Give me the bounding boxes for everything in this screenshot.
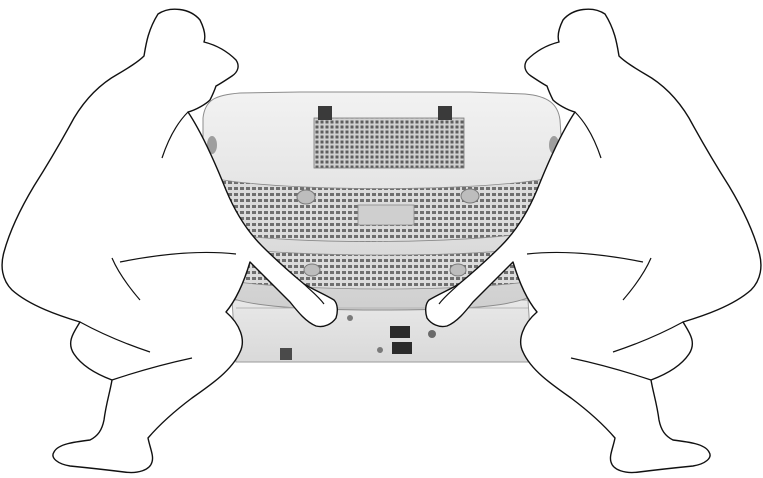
- tv-screw: [428, 330, 436, 338]
- tv-vent-bracket-right: [438, 106, 452, 120]
- tv-top-vent: [314, 118, 464, 168]
- tv-screw: [377, 347, 383, 353]
- tv-screw-boss: [297, 190, 315, 204]
- tv-connector: [392, 342, 412, 354]
- crt-television: [203, 92, 562, 362]
- tv-connector: [390, 326, 410, 338]
- tv-label-plate: [358, 205, 414, 225]
- tv-vent-bracket-left: [318, 106, 332, 120]
- tv-screw: [347, 315, 353, 321]
- tv-screw-boss: [304, 264, 320, 276]
- tv-screw-boss: [461, 189, 479, 203]
- tv-connector: [280, 348, 292, 360]
- tv-screw-boss: [450, 264, 466, 276]
